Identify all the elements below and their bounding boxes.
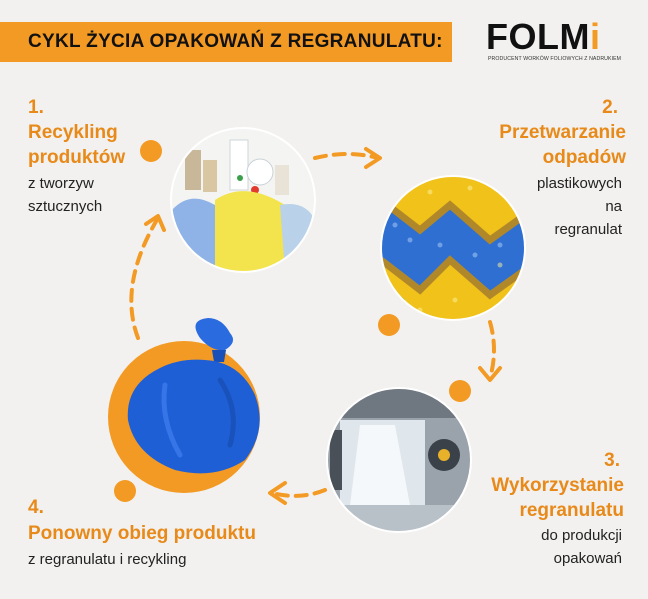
logo-wordmark-main: FOLM <box>486 16 590 57</box>
step-1-title-line: Recykling <box>28 122 118 143</box>
step-1-title-line: produktów <box>28 147 126 168</box>
plastic-granulate-photo <box>381 176 525 320</box>
step-1-title: Recykling produktów <box>28 120 125 170</box>
step-4-number: 4. <box>28 497 44 518</box>
step-2-title-line: Przetwarzanie <box>499 122 626 143</box>
step-2-title-line: odpadów <box>542 147 626 168</box>
step-2-desc-line: regranulat <box>554 221 622 238</box>
arrow-head-2 <box>478 366 502 382</box>
step-4-description: z regranulatu i recykling <box>28 548 186 571</box>
step-3-title: Wykorzystanie regranulatu <box>491 473 624 523</box>
logo-wordmark: FOLMi <box>486 16 601 58</box>
logo-tagline: PRODUCENT WORKÓW FOLIOWYCH Z NADRUKIEM <box>488 56 622 62</box>
arrow-4-to-1 <box>129 216 160 340</box>
arrow-heads <box>144 147 502 505</box>
step-4-desc-line: z regranulatu i recykling <box>28 551 187 568</box>
dot-3 <box>449 380 471 402</box>
cycle-arrows <box>129 152 496 498</box>
step-4-title-line: Ponowny obieg produktu <box>28 523 256 544</box>
logo-wordmark-accent: i <box>589 16 601 57</box>
step-1-number: 1. <box>28 97 44 118</box>
step-3-title-line: Wykorzystanie <box>491 475 624 496</box>
step-3-desc-line: opakowań <box>553 550 622 567</box>
arrow-head-3 <box>268 481 287 505</box>
step-2-desc-line: plastikowych <box>536 175 622 192</box>
dot-1 <box>140 140 162 162</box>
arrow-3-to-4 <box>270 488 327 498</box>
step-3-number: 3. <box>604 450 620 471</box>
page-title: CYKL ŻYCIA OPAKOWAŃ Z REGRANULATU: <box>28 31 443 52</box>
step-2-description: plastikowych na regranulat <box>537 172 622 241</box>
step-3-description: do produkcji opakowań <box>541 524 622 570</box>
plastic-waste-photo <box>171 128 315 272</box>
step-1-desc-line: z tworzyw <box>28 175 94 192</box>
step-3-title-line: regranulatu <box>519 500 624 521</box>
folmi-logo[interactable]: FOLMi PRODUCENT WORKÓW FOLIOWYCH Z NADRU… <box>486 16 631 68</box>
arrow-2-to-3 <box>488 320 496 380</box>
step-4-title: Ponowny obieg produktu <box>28 521 256 546</box>
step-2-desc-line: na <box>605 198 622 215</box>
blue-bag-illustration <box>127 318 260 474</box>
dot-4 <box>114 480 136 502</box>
arrow-head-1 <box>364 147 382 169</box>
step-2-title: Przetwarzanie odpadów <box>499 120 626 170</box>
arrow-head-4 <box>144 214 166 232</box>
step-1-desc-line: sztucznych <box>28 198 103 215</box>
header-bar <box>0 22 452 62</box>
dot-2 <box>378 314 400 336</box>
step-2-number: 2. <box>602 97 618 118</box>
step-3-desc-line: do produkcji <box>541 527 622 544</box>
step-1-description: z tworzyw sztucznych <box>28 172 102 218</box>
arrow-1-to-2 <box>313 152 380 160</box>
